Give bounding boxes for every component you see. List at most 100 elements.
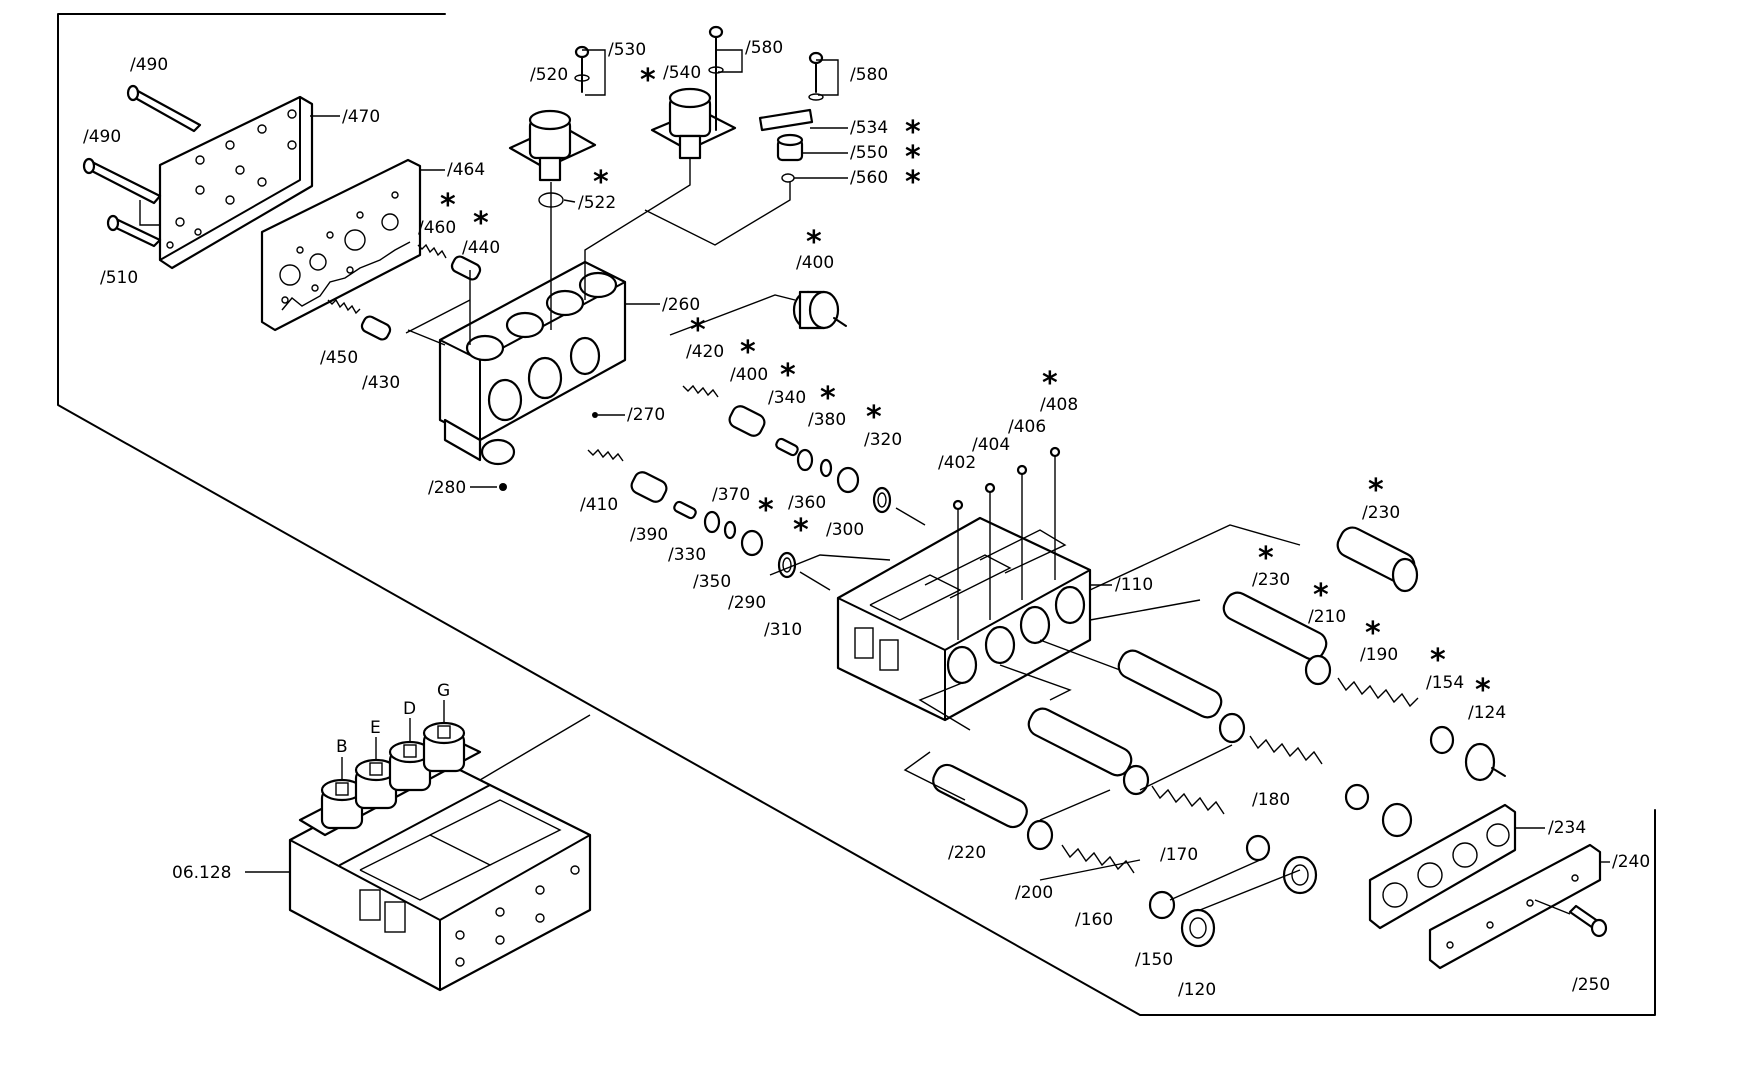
label-400b: /400 (730, 365, 768, 385)
solenoid-520 (508, 109, 597, 182)
pin-280 (499, 483, 507, 491)
label-460: /460 (418, 218, 456, 238)
sleeve-120 (1180, 908, 1216, 948)
asterisk-440: * (473, 206, 489, 241)
pin-340 (775, 437, 799, 457)
washer-380 (819, 458, 833, 478)
spring-170 (1151, 785, 1225, 815)
plunger-440 (450, 255, 482, 281)
pin-402 (952, 499, 964, 640)
part-labels: /490 /490 /510 /470 /464 /460 /440 /450 … (83, 38, 1650, 1000)
label-250: /250 (1572, 975, 1610, 995)
label-550: /550 (850, 143, 888, 163)
label-350: /350 (693, 572, 731, 592)
label-280: /280 (428, 478, 466, 498)
valve-body-110 (836, 516, 1092, 722)
label-210: /210 (1308, 607, 1346, 627)
asterisk-230b: * (1258, 541, 1274, 576)
diagram-frame (57, 13, 1656, 1016)
cover-plate-470 (158, 95, 314, 270)
bolt-510 (106, 214, 162, 248)
label-470: /470 (342, 107, 380, 127)
plug-290 (740, 529, 764, 557)
label-430: /430 (362, 373, 400, 393)
spool-230-lower (1222, 591, 1328, 661)
label-160: /160 (1075, 910, 1113, 930)
gasket-464 (260, 158, 422, 332)
spool-220 (932, 763, 1028, 829)
plunger-400-mid (728, 405, 766, 437)
asterisk-460: * (440, 188, 456, 223)
pin-330 (673, 500, 697, 520)
bolt-250 (1568, 904, 1608, 938)
label-520: /520 (530, 65, 568, 85)
plug-124 (1464, 742, 1506, 782)
asterisk-560: * (905, 165, 921, 200)
plate-240 (1428, 843, 1602, 970)
label-464: /464 (447, 160, 485, 180)
bracket-534 (758, 108, 814, 132)
label-220: /220 (948, 843, 986, 863)
asterisk-400b: * (740, 335, 756, 370)
label-120: /120 (1178, 980, 1216, 1000)
label-420: /420 (686, 342, 724, 362)
ring-310 (777, 551, 797, 579)
plug-170 (1122, 764, 1150, 796)
bolt-490-mid (82, 157, 162, 205)
spring-420 (682, 384, 719, 398)
plunger-430 (360, 315, 392, 341)
asterisk-290: * (758, 493, 774, 528)
label-340: /340 (768, 388, 806, 408)
spring-180 (1249, 735, 1323, 765)
spring-460 (417, 243, 447, 259)
plug-150b (1245, 834, 1271, 862)
label-310: /310 (764, 620, 802, 640)
label-400a: /400 (796, 253, 834, 273)
bolt-490-top (126, 84, 202, 133)
asterisk-300: * (793, 513, 809, 548)
assembly-06-128 (288, 700, 592, 992)
plug-150 (1148, 890, 1176, 920)
label-580b: /580 (850, 65, 888, 85)
label-360: /360 (788, 493, 826, 513)
leader-lines (310, 49, 1610, 863)
asterisk-408: * (1042, 366, 1058, 401)
label-150: /150 (1135, 950, 1173, 970)
asterisk-154: * (1430, 643, 1446, 678)
label-320: /320 (864, 430, 902, 450)
washer-350 (703, 510, 721, 534)
label-240: /240 (1612, 852, 1650, 872)
solenoid-G (422, 721, 466, 773)
label-G: G (437, 681, 450, 701)
asterisk-522: * (593, 165, 609, 200)
damper-400-top (792, 290, 847, 330)
plug-154 (1429, 725, 1455, 755)
label-408: /408 (1040, 395, 1078, 415)
pin-404 (984, 482, 996, 620)
label-580a: /580 (745, 38, 783, 58)
label-534: /534 (850, 118, 888, 138)
label-E: E (370, 718, 381, 738)
label-180: /180 (1252, 790, 1290, 810)
plug-300 (836, 466, 860, 494)
label-124: /124 (1468, 703, 1506, 723)
plug-210 (1304, 654, 1332, 686)
screw-580b (808, 51, 824, 101)
label-370: /370 (712, 485, 750, 505)
label-154: /154 (1426, 673, 1464, 693)
valve-body-260 (438, 260, 627, 466)
spring-190 (1337, 677, 1419, 708)
label-270: /270 (627, 405, 665, 425)
asterisk-534: * (905, 115, 921, 150)
label-450: /450 (320, 348, 358, 368)
label-440: /440 (462, 238, 500, 258)
label-assembly: 06.128 (172, 863, 231, 883)
label-490a: /490 (130, 55, 168, 75)
screw-580a (708, 25, 724, 131)
label-390: /390 (630, 525, 668, 545)
asterisk-124: * (1475, 673, 1491, 708)
label-330: /330 (668, 545, 706, 565)
label-230b: /230 (1252, 570, 1290, 590)
sleeve-120b (1282, 855, 1318, 895)
